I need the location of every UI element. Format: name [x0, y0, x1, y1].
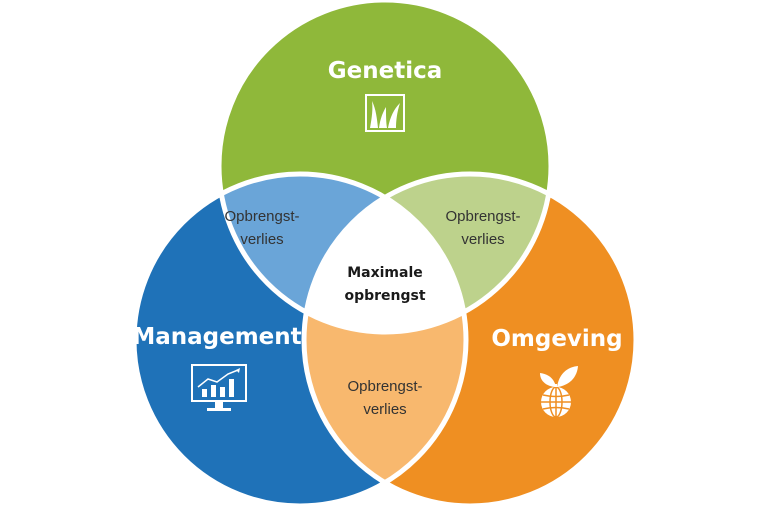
overlap-gm-label-line2: verlies — [240, 231, 283, 248]
globe-plant-icon — [540, 366, 578, 418]
overlap-mo-label-line2: verlies — [363, 401, 406, 418]
overlap-go-label-line1: Opbrengst- — [445, 208, 520, 225]
center-label-line1: Maximale — [347, 265, 423, 281]
management-title: Management — [132, 324, 301, 350]
circle-outlines — [131, 0, 639, 509]
grass-icon — [365, 94, 405, 132]
overlap-go-label-line2: verlies — [461, 231, 504, 248]
center-label-line2: opbrengst — [344, 288, 425, 304]
omgeving-title: Omgeving — [491, 326, 622, 352]
genetica-title: Genetica — [328, 58, 442, 84]
overlap-mo-label-line1: Opbrengst- — [347, 378, 422, 395]
overlap-center — [304, 174, 466, 332]
monitor-chart-icon — [191, 364, 247, 411]
overlap-gm-label-line1: Opbrengst- — [224, 208, 299, 225]
